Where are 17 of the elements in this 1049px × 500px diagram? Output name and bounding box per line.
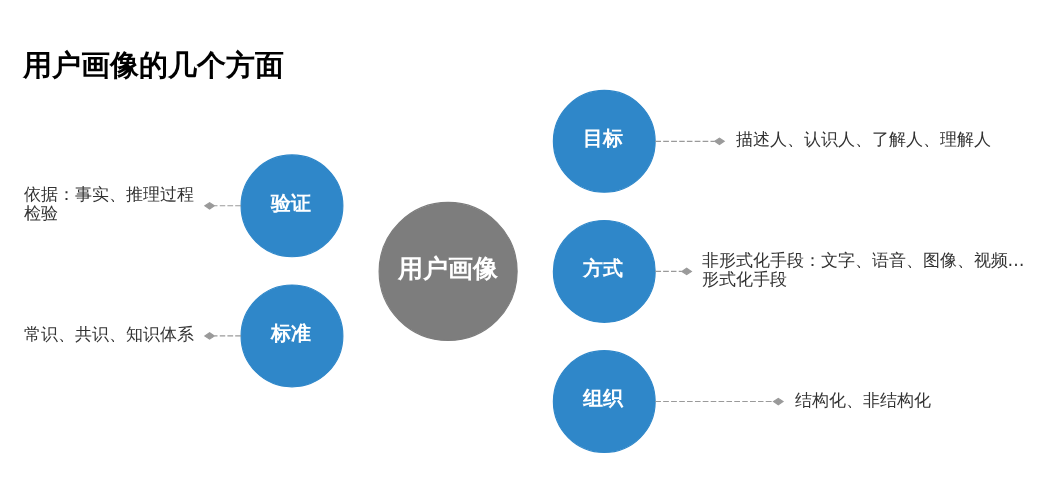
node-text: 结构化、非结构化	[794, 389, 931, 410]
node-text: 依据：事实、推理过程 检验	[23, 183, 194, 223]
connector	[654, 136, 726, 145]
node-text: 常识、共识、知识体系	[23, 323, 194, 344]
node-circle: 目标	[552, 89, 656, 193]
node-circle: 方式	[552, 219, 656, 323]
node-circle: 验证	[240, 153, 344, 257]
connector	[654, 267, 693, 275]
connector	[203, 201, 242, 210]
node-circle: 标准	[240, 283, 344, 387]
node-circle: 组织	[552, 349, 656, 453]
node-text: 描述人、认识人、了解人、理解人	[735, 128, 991, 149]
diagram-title: 用户画像的几个方面	[22, 47, 284, 82]
node-text: 非形式化手段：文字、语音、图像、视频… 形式化手段	[701, 249, 1025, 289]
connector	[654, 397, 785, 405]
node-circle: 用户画像	[378, 201, 518, 341]
connector	[203, 331, 242, 340]
